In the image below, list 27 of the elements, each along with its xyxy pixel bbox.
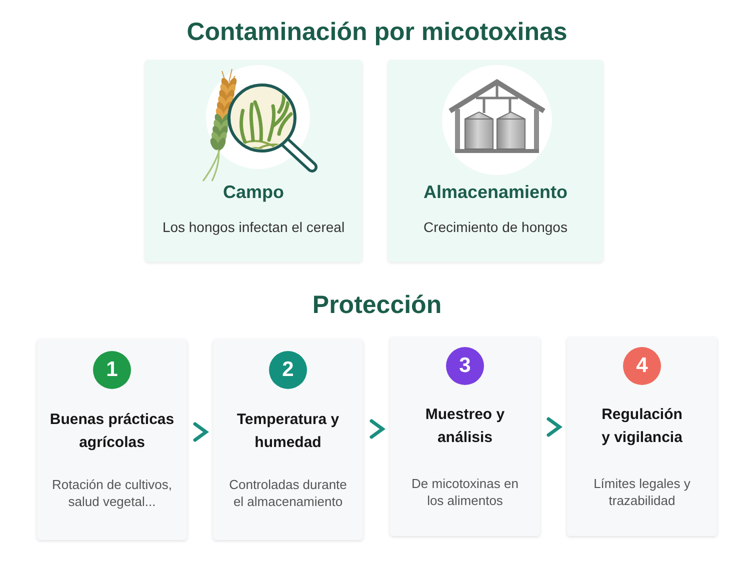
title: Contaminación por micotoxinas	[186, 17, 568, 47]
info-card	[213, 339, 363, 540]
card-description: Los hongos infectan el cereal	[162, 218, 345, 236]
card-heading: Campo	[222, 181, 284, 203]
card-description: Controladas durante el almacenamiento	[228, 476, 348, 510]
chevron-arrow	[370, 419, 386, 439]
card-heading: Temperatura y humedad	[236, 410, 340, 453]
info-card	[567, 337, 717, 536]
step-number: 4	[623, 347, 661, 385]
card-heading: Regulación y vigilancia	[600, 405, 684, 448]
card-heading: Buenas prácticas agrícolas	[48, 410, 176, 453]
card-description: Rotación de cultivos, salud vegetal...	[51, 476, 173, 510]
info-card	[388, 60, 603, 262]
chevron-arrow	[193, 422, 209, 442]
step-number: 1	[93, 351, 131, 389]
card-heading: Almacenamiento	[423, 181, 568, 203]
card-description: Crecimiento de hongos	[424, 218, 568, 236]
chevron-arrow	[546, 417, 562, 437]
card-description: Límites legales y trazabilidad	[592, 475, 692, 509]
step-number: 2	[269, 351, 307, 389]
card-description: De micotoxinas en los alimentos	[410, 475, 520, 509]
info-card	[37, 339, 187, 540]
info-card	[390, 337, 540, 536]
section-heading: Protección	[312, 290, 442, 320]
info-card	[145, 60, 362, 262]
step-number: 3	[446, 347, 484, 385]
card-heading: Muestreo y análisis	[424, 405, 506, 448]
